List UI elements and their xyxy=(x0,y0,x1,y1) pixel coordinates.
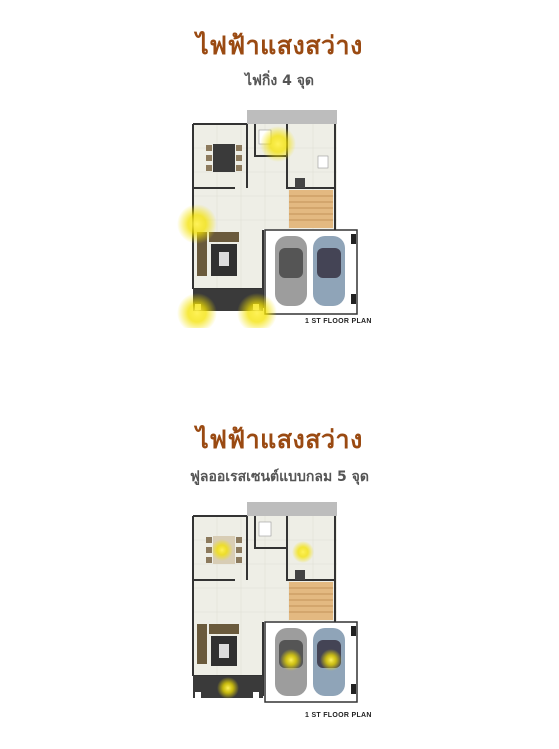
floor-plan-drawing xyxy=(192,502,358,703)
floor-plan-image xyxy=(175,108,375,328)
floor-plan-caption: 1 ST FLOOR PLAN xyxy=(305,712,372,719)
floor-plan-image xyxy=(175,500,375,710)
floor-plan-caption: 1 ST FLOOR PLAN xyxy=(305,318,372,325)
section-title: ไฟฟ้าแสงสว่าง xyxy=(196,425,363,454)
section-subtitle: ไฟกิ่ง 4 จุด xyxy=(244,73,315,89)
floor-plan-drawing xyxy=(177,110,358,328)
section-title: ไฟฟ้าแสงสว่าง xyxy=(196,31,363,60)
section-subtitle: ฟูลออเรสเซนต์แบบกลม 5 จุด xyxy=(190,469,369,485)
